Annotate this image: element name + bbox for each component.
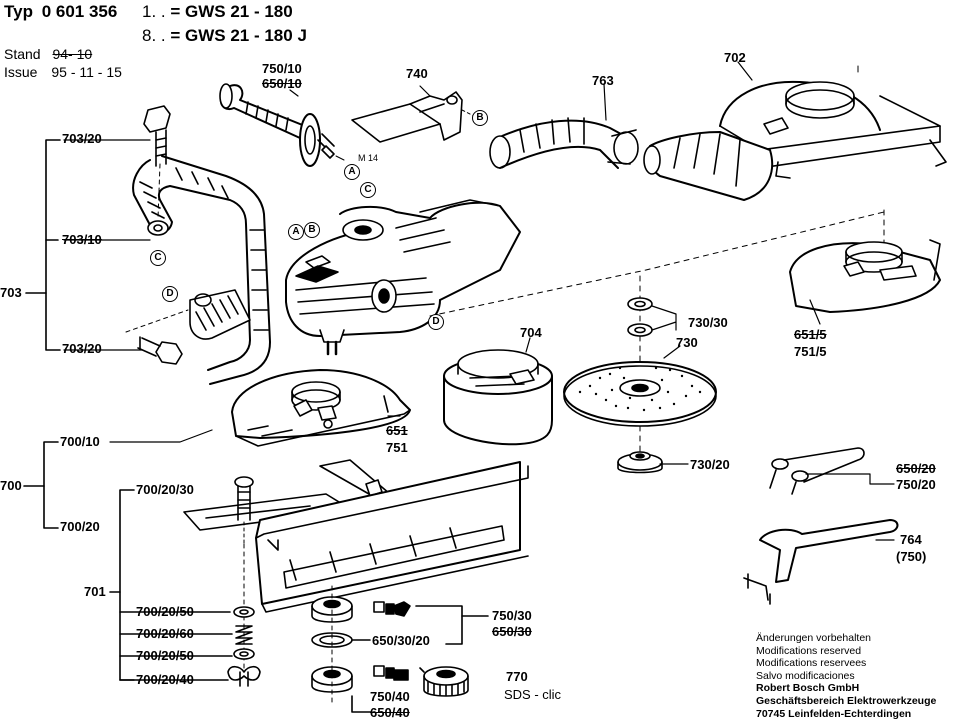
label-730-30: 730/30 (688, 315, 728, 330)
note-line-5: Robert Bosch GmbH (756, 682, 860, 695)
header-typ: Typ 0 601 356 (4, 2, 117, 22)
label-730-20: 730/20 (690, 457, 730, 472)
stand-value: 94- 10 (52, 46, 93, 62)
grinder-body (285, 199, 521, 356)
note-line-2: Modifications reserved (756, 644, 862, 657)
variant1-model: = GWS 21 - 180 (170, 2, 293, 21)
label-700: 700 (0, 478, 22, 493)
label-650-30-20: 650/30/20 (372, 633, 430, 648)
label-700-20-50b: 700/20/50 (136, 648, 194, 663)
bracket-750-30-lines (351, 605, 489, 713)
label-700-20: 700/20 (60, 519, 100, 534)
flange-750-30 (311, 585, 353, 705)
label-650-10: 650/10 (262, 76, 302, 91)
label-740: 740 (406, 66, 428, 81)
guard-751 (231, 369, 411, 447)
marker-c-grinder: C (360, 182, 376, 198)
marker-d-grinder: D (428, 314, 444, 330)
issue-value: 95 - 11 - 15 (51, 64, 122, 80)
issue-row: Issue 95 - 11 - 15 (4, 64, 122, 80)
tool-symbol-750-30 (373, 601, 411, 617)
label-m14: M 14 (358, 153, 379, 163)
hose-763 (489, 117, 639, 169)
tool-symbol-750-40 (373, 665, 409, 681)
label-sds-clic: SDS - clic (504, 687, 562, 702)
label-702: 702 (724, 50, 746, 65)
variant2-model: = GWS 21 - 180 J (170, 26, 307, 45)
variant2: 8. . = GWS 21 - 180 J (142, 26, 307, 46)
label-704: 704 (520, 325, 542, 340)
note-line-6: Geschäftsbereich Elektrowerkzeuge (756, 694, 937, 707)
issue-label: Issue (4, 64, 38, 80)
label-763: 763 (592, 73, 614, 88)
marker-a-grinder: A (288, 224, 304, 240)
label-650-30: 650/30 (492, 624, 532, 639)
washer-stack-700-20 (227, 543, 261, 687)
typ-label: Typ (4, 2, 33, 21)
typ-number: 0 601 356 (41, 2, 118, 21)
label-700-20-30: 700/20/30 (136, 482, 194, 497)
label-764-alt: (750) (896, 549, 927, 564)
marker-a-handle: A (344, 164, 360, 180)
note-line-3: Modifications reservees (756, 657, 867, 670)
stand-row: Stand 94- 10 (4, 46, 92, 62)
guard-751-5 (789, 239, 941, 313)
marker-b-bracket: B (472, 110, 488, 126)
label-700-20-50a: 700/20/50 (136, 604, 194, 619)
spanner-750-20 (769, 447, 865, 495)
washers-730-30 (627, 297, 653, 337)
bracket-700-lines (23, 441, 233, 681)
label-770: 770 (506, 669, 528, 684)
label-703-20-top: 703/20 (62, 131, 102, 146)
guard-702 (643, 65, 947, 201)
bolt-703-20-top (143, 105, 171, 167)
guard-704 (443, 349, 553, 446)
label-730: 730 (676, 335, 698, 350)
label-703-10: 703/10 (62, 232, 102, 247)
marker-c-bow: C (150, 250, 166, 266)
label-650-20: 650/20 (896, 461, 936, 476)
marker-d-bow: D (162, 286, 178, 302)
label-650-40: 650/40 (370, 705, 410, 720)
cutting-guide-700 (183, 459, 529, 613)
variant1-code: 1. . (142, 2, 166, 21)
label-703-20-bottom: 703/20 (62, 341, 102, 356)
variant1: 1. . = GWS 21 - 180 (142, 2, 293, 22)
leader-lines (63, 61, 895, 541)
note-line-4: Salvo modificaciones (756, 669, 855, 682)
bracket-740 (351, 91, 475, 143)
stand-label: Stand (4, 46, 41, 62)
label-700-20-40: 700/20/40 (136, 672, 194, 687)
note-line-1: Änderungen vorbehalten (756, 632, 872, 644)
label-750-20: 750/20 (896, 477, 936, 492)
variant2-code: 8. . (142, 26, 166, 45)
marker-b-grinder: B (304, 222, 320, 238)
label-750-40: 750/40 (370, 689, 410, 704)
quick-nut-770 (423, 666, 469, 697)
bow-handle-703 (132, 155, 271, 385)
pin-spanner-764 (743, 519, 899, 605)
label-750-10: 750/10 (262, 61, 302, 76)
label-764: 764 (900, 532, 922, 547)
label-751: 751 (386, 440, 408, 455)
label-751-5: 751/5 (794, 344, 827, 359)
side-handle-750-10 (219, 83, 345, 167)
label-701: 701 (84, 584, 106, 599)
label-700-20-60: 700/20/60 (136, 626, 194, 641)
disc-730-texture (578, 366, 702, 412)
flange-730-20 (617, 451, 663, 474)
note-line-7: 70745 Leinfelden-Echterdingen (756, 707, 912, 720)
label-651: 651 (386, 423, 408, 438)
disc-730 (563, 361, 717, 427)
bolt-703-20-bottom (137, 336, 183, 365)
notes-block: Änderungen vorbehalten Modifications res… (756, 632, 936, 720)
bracket-703-lines (25, 139, 61, 351)
bolt-700-20-30 (234, 476, 254, 545)
label-700-10: 700/10 (60, 434, 100, 449)
label-750-30: 750/30 (492, 608, 532, 623)
label-651-5: 651/5 (794, 327, 827, 342)
label-703: 703 (0, 285, 22, 300)
